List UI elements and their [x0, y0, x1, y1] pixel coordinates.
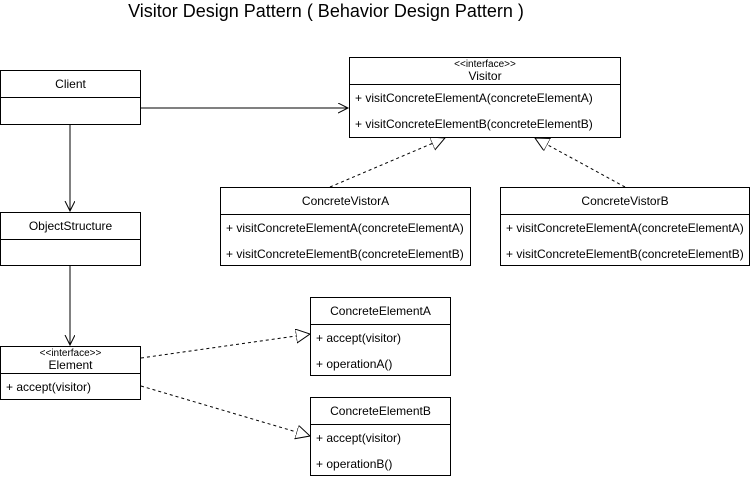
- class-concrete-element-b[interactable]: ConcreteElementB + accept(visitor) + ope…: [310, 397, 451, 476]
- class-client[interactable]: Client: [0, 70, 141, 125]
- class-header: ObjectStructure: [1, 213, 140, 240]
- edge-element-concreteelementa: [140, 334, 310, 359]
- operation: + operationB(): [316, 457, 393, 471]
- class-concrete-visitor-a[interactable]: ConcreteVistorA + visitConcreteElementA(…: [220, 187, 471, 266]
- edge-element-concreteelementb: [140, 385, 310, 436]
- class-name: Client: [55, 76, 86, 91]
- operation: + accept(visitor): [316, 331, 402, 345]
- class-header: ConcreteVistorB: [501, 188, 749, 215]
- class-object-structure[interactable]: ObjectStructure: [0, 212, 141, 266]
- class-concrete-visitor-b[interactable]: ConcreteVistorB + visitConcreteElementA(…: [500, 187, 750, 266]
- class-name: Visitor: [468, 69, 502, 83]
- operation: + accept(visitor): [6, 380, 92, 394]
- class-header: <<interface>> Visitor: [350, 58, 620, 85]
- class-element[interactable]: <<interface>> Element + accept(visitor): [0, 346, 141, 400]
- class-header: ConcreteVistorA: [221, 188, 470, 215]
- stereotype-label: <<interface>>: [454, 59, 516, 70]
- class-name: ConcreteElementB: [330, 403, 431, 418]
- stereotype-label: <<interface>>: [39, 348, 102, 359]
- class-header: ConcreteElementA: [311, 298, 450, 325]
- diagram-title: Visitor Design Pattern ( Behavior Design…: [128, 1, 524, 21]
- operation: + visitConcreteElementA(concreteElementA…: [506, 221, 744, 235]
- class-name: ConcreteElementA: [330, 303, 431, 318]
- class-header: ConcreteElementB: [311, 398, 450, 425]
- class-name: ConcreteVistorB: [581, 193, 669, 208]
- operation: + visitConcreteElementB(concreteElementB…: [506, 247, 744, 261]
- operation: + operationA(): [316, 357, 393, 371]
- operation: + visitConcreteElementB(concreteElementB…: [355, 117, 593, 131]
- class-visitor[interactable]: <<interface>> Visitor + visitConcreteEle…: [349, 57, 621, 138]
- edge-concretevisitora-visitor: [329, 138, 445, 188]
- class-name: Element: [48, 358, 93, 372]
- operation: + visitConcreteElementA(concreteElementA…: [355, 91, 593, 105]
- class-concrete-element-a[interactable]: ConcreteElementA + accept(visitor) + ope…: [310, 297, 451, 376]
- class-header: <<interface>> Element: [1, 347, 140, 374]
- operation: + accept(visitor): [316, 431, 402, 445]
- class-name: ObjectStructure: [28, 218, 113, 233]
- operation: + visitConcreteElementA(concreteElementA…: [226, 221, 464, 235]
- class-name: ConcreteVistorA: [301, 193, 390, 208]
- operation: + visitConcreteElementB(concreteElementB…: [226, 247, 464, 261]
- class-header: Client: [1, 71, 140, 98]
- edge-concretevisitorb-visitor: [535, 138, 626, 188]
